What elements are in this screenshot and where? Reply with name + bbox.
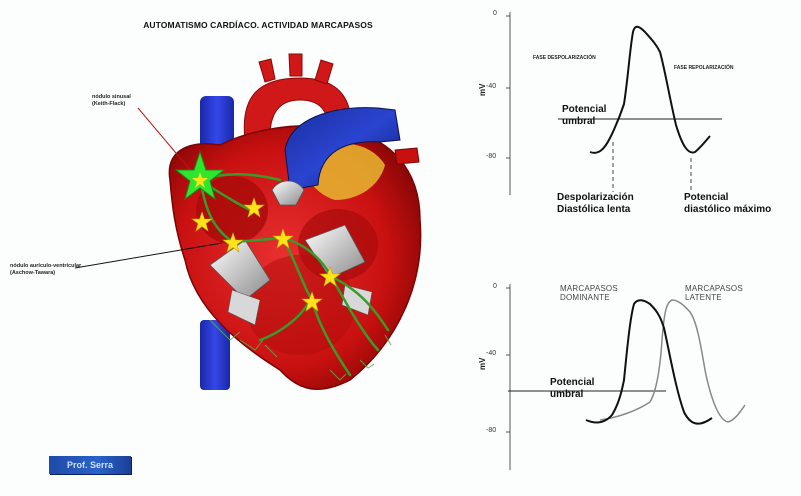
dominant-line2: DOMINANTE <box>560 293 618 302</box>
latent-pacemaker-curve <box>600 300 745 422</box>
latent-line1: MARCAPASOS <box>685 284 743 293</box>
bottom-y-axis-label: mV <box>478 358 487 370</box>
bottom-tick-80: -80 <box>486 427 496 434</box>
author-badge: Prof. Serra <box>49 456 131 474</box>
latent-pacemaker-label: MARCAPASOS LATENTE <box>685 284 743 302</box>
bottom-threshold-label: Potencial umbral <box>550 377 594 401</box>
bottom-threshold-line2: umbral <box>550 389 594 401</box>
bottom-tick-40: -40 <box>486 350 496 357</box>
dominant-pacemaker-label: MARCAPASOS DOMINANTE <box>560 284 618 302</box>
bottom-tick-0: 0 <box>493 283 497 290</box>
dominant-line1: MARCAPASOS <box>560 284 618 293</box>
bottom-threshold-line1: Potencial <box>550 377 594 389</box>
latent-line2: LATENTE <box>685 293 743 302</box>
